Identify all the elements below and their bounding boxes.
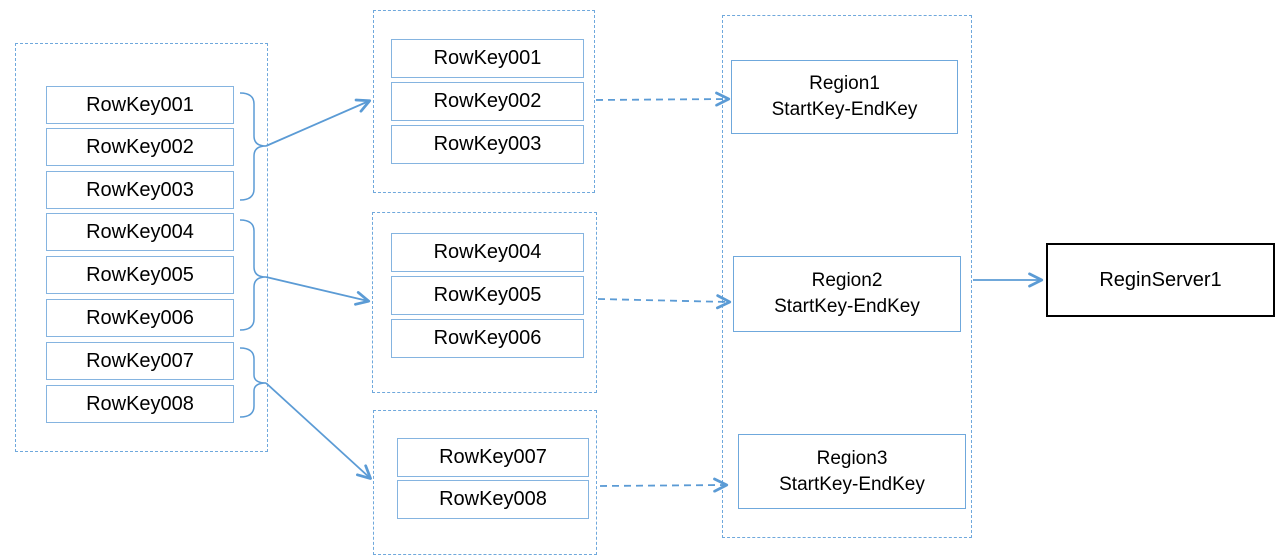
rowkey-group-1-container: RowKey001 RowKey002 RowKey003 bbox=[373, 10, 595, 193]
rowkey-box: RowKey004 bbox=[391, 233, 584, 272]
rowkey-box: RowKey006 bbox=[391, 319, 584, 358]
rowkey-box: RowKey006 bbox=[46, 299, 234, 337]
region-key-range: StartKey-EndKey bbox=[771, 99, 918, 120]
rowkey-box: RowKey003 bbox=[391, 125, 584, 164]
region-name: Region2 bbox=[811, 270, 883, 291]
region-server-label: ReginServer1 bbox=[1099, 268, 1222, 291]
rowkey-box: RowKey002 bbox=[391, 82, 584, 121]
arrow-table-to-group-2 bbox=[265, 276, 371, 306]
rowkey-box: RowKey004 bbox=[46, 213, 234, 251]
rowkey-box: RowKey005 bbox=[391, 276, 584, 315]
rowkey-group-3-container: RowKey007 RowKey008 bbox=[373, 410, 597, 555]
rowkey-box: RowKey001 bbox=[391, 39, 584, 78]
arrow-table-to-group-1 bbox=[265, 98, 372, 147]
rowkey-box: RowKey007 bbox=[46, 342, 234, 380]
region-name: Region1 bbox=[809, 73, 880, 94]
rowkey-box: RowKey002 bbox=[46, 128, 234, 166]
region-server-box: ReginServer1 bbox=[1046, 243, 1275, 317]
region-box: Region2 StartKey-EndKey bbox=[733, 256, 961, 332]
regions-container: Region1 StartKey-EndKey Region2 StartKey… bbox=[722, 15, 972, 538]
arrow-group-3-to-region-3 bbox=[599, 477, 729, 493]
rowkey-box: RowKey005 bbox=[46, 256, 234, 294]
rowkey-box: RowKey007 bbox=[397, 438, 589, 477]
region-key-range: StartKey-EndKey bbox=[774, 296, 920, 317]
rowkey-box: RowKey001 bbox=[46, 86, 234, 124]
rowkey-group-2-container: RowKey004 RowKey005 RowKey006 bbox=[372, 212, 597, 393]
rowkey-table-container: RowKey001 RowKey002 RowKey003 RowKey004 … bbox=[15, 43, 268, 452]
region-box: Region3 StartKey-EndKey bbox=[738, 434, 966, 509]
region-key-range: StartKey-EndKey bbox=[779, 473, 925, 495]
rowkey-box: RowKey003 bbox=[46, 171, 234, 209]
rowkey-box: RowKey008 bbox=[397, 480, 589, 519]
region-box: Region1 StartKey-EndKey bbox=[731, 60, 958, 134]
region-name: Region3 bbox=[816, 447, 888, 469]
arrow-group-1-to-region-1 bbox=[595, 91, 731, 107]
rowkey-box: RowKey008 bbox=[46, 385, 234, 423]
arrow-table-to-group-3 bbox=[265, 382, 372, 480]
arrow-group-2-to-region-2 bbox=[597, 294, 732, 310]
